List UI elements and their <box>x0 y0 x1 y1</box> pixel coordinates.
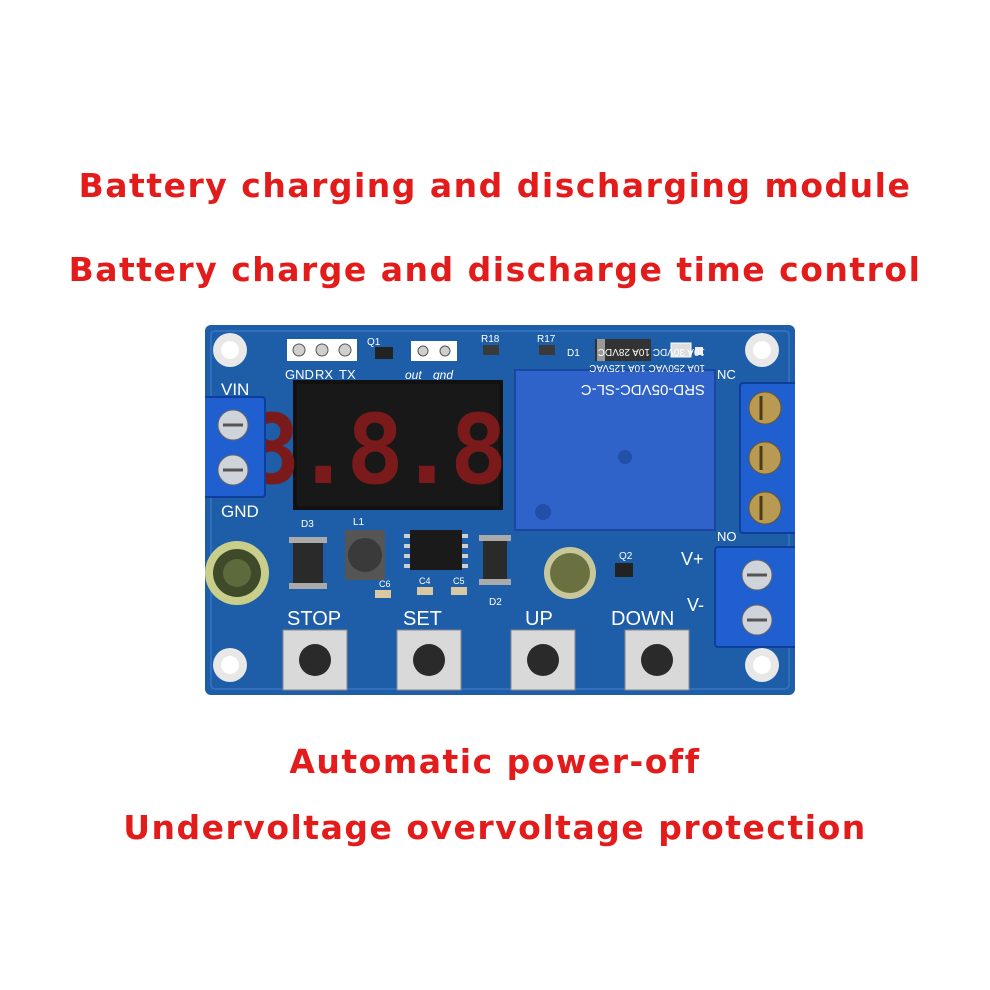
label-gnd-input: GND <box>221 502 259 521</box>
button-label-up: UP <box>525 608 553 630</box>
label-v-minus: V- <box>687 595 704 615</box>
header-label-gnd: GND <box>285 367 314 382</box>
input-terminal-block <box>205 396 266 498</box>
pcb-board-image: GND RX TX Q1 out gnd R18 R17 D1 8.8.8. S… <box>205 325 795 695</box>
relay-rating-ac: 10A 250VAC 10A 125VAC <box>589 362 705 373</box>
label-c6: C6 <box>379 579 391 589</box>
label-q1: Q1 <box>367 337 381 348</box>
mounting-hole <box>213 648 247 682</box>
display-digits: 8.8.8. <box>243 394 554 506</box>
down-button <box>624 629 690 691</box>
label-v-plus: V+ <box>681 549 704 569</box>
relay-model-text: SRD-05VDC-SL-C <box>581 381 705 398</box>
pad-label-gnd: gnd <box>433 368 453 382</box>
label-c5: C5 <box>453 576 465 586</box>
label-nc: NC <box>717 367 736 382</box>
mounting-hole <box>213 333 247 367</box>
label-no: NO <box>717 529 737 544</box>
up-button <box>510 629 576 691</box>
headline-voltage-protection: Undervoltage overvoltage protection <box>123 808 867 847</box>
label-d3: D3 <box>301 519 314 530</box>
button-label-down: DOWN <box>611 608 674 630</box>
label-d1: D1 <box>567 348 580 359</box>
mounting-hole <box>745 333 779 367</box>
stop-button <box>282 629 348 691</box>
button-label-set: SET <box>403 608 442 630</box>
relay <box>514 369 716 531</box>
header-label-tx: TX <box>339 367 356 382</box>
label-r18: R18 <box>481 334 500 345</box>
electrolytic-capacitor <box>205 541 269 605</box>
pad-label-out: out <box>405 368 422 382</box>
label-q2: Q2 <box>619 551 633 562</box>
label-c4: C4 <box>419 576 431 586</box>
buzzer <box>544 547 596 599</box>
header-label-rx: RX <box>315 367 333 382</box>
relay-rating-dc: 10A 30VDC 10A 28VDC <box>598 346 705 357</box>
relay-terminal-block <box>739 382 795 534</box>
label-vin: VIN <box>221 380 249 399</box>
button-label-stop: STOP <box>287 608 341 630</box>
headline-time-control: Battery charge and discharge time contro… <box>68 250 922 289</box>
mounting-hole <box>745 648 779 682</box>
serial-header <box>287 339 357 361</box>
label-r17: R17 <box>537 334 556 345</box>
output-terminal-block <box>714 546 795 648</box>
output-pads <box>411 341 457 361</box>
label-l1: L1 <box>353 517 365 528</box>
headline-battery-module: Battery charging and discharging module <box>78 166 912 205</box>
seven-segment-display <box>293 380 503 510</box>
headline-power-off: Automatic power-off <box>289 742 701 781</box>
label-d2: D2 <box>489 597 502 608</box>
set-button <box>396 629 462 691</box>
